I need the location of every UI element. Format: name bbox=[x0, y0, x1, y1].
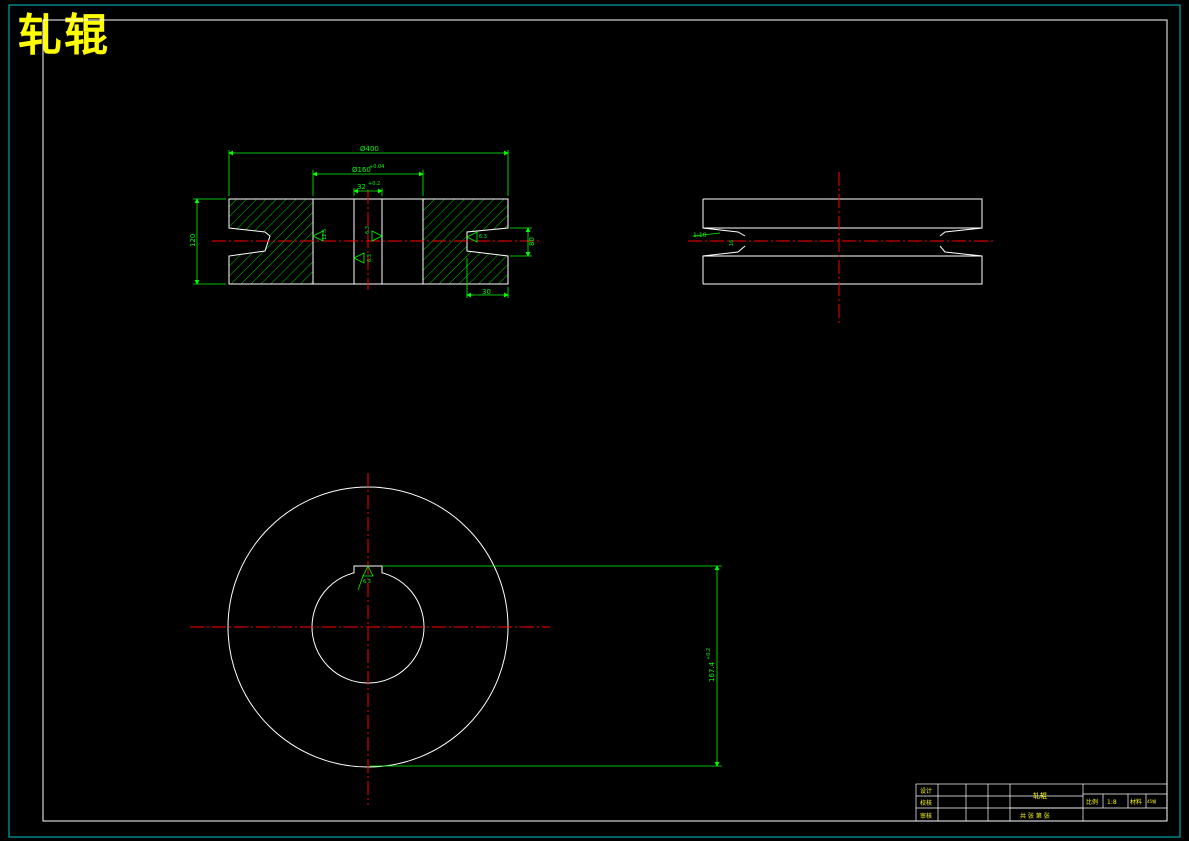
title-block bbox=[915, 783, 1168, 822]
dim-overall-dia: Ø400 bbox=[360, 145, 379, 153]
roughness-symbol: 6.3 bbox=[353, 252, 373, 264]
tb-designer-label: 设计 bbox=[920, 787, 932, 795]
front-section-view: Ø400 Ø160 +0.04 32 +0.2 120 80 30 12.5 bbox=[189, 145, 540, 298]
dim-key-tol: +0.2 bbox=[706, 648, 712, 660]
roughness-symbol: 6.3 bbox=[357, 565, 374, 591]
dim-keyway-tol: +0.2 bbox=[368, 181, 380, 187]
dim-height: 120 bbox=[189, 234, 197, 247]
dim-key-depth: 167.4 bbox=[708, 661, 716, 682]
dim-groove-depth: 30 bbox=[482, 288, 491, 296]
inner-border bbox=[42, 19, 1168, 822]
tb-scale-value: 1:8 bbox=[1107, 799, 1117, 806]
dim-groove-width: 80 bbox=[528, 237, 536, 246]
svg-text:12.5: 12.5 bbox=[322, 229, 328, 240]
outer-border bbox=[8, 4, 1181, 838]
roughness-symbol: 12.5 bbox=[312, 229, 328, 242]
dim-bore-tol: +0.04 bbox=[369, 164, 384, 170]
svg-text:6.3: 6.3 bbox=[363, 579, 371, 585]
top-view: 167.4 +0.2 6.3 bbox=[190, 473, 722, 805]
side-upper-outline bbox=[702, 198, 983, 237]
svg-text:6.3: 6.3 bbox=[365, 226, 371, 234]
tb-scale-label: 比例 bbox=[1086, 798, 1098, 806]
dim-taper: 1:10 bbox=[693, 232, 707, 239]
roughness-symbol: 6.3 bbox=[365, 226, 383, 242]
tb-part-name: 轧辊 bbox=[1033, 791, 1047, 800]
dim-keyway: 32 bbox=[357, 183, 366, 191]
tb-checker-label: 校核 bbox=[920, 799, 932, 807]
svg-text:6.3: 6.3 bbox=[479, 234, 487, 240]
dim-small: 16 bbox=[729, 240, 735, 246]
side-view: 1:10 16 bbox=[688, 172, 996, 326]
tb-material-value: 45钢 bbox=[1147, 798, 1156, 804]
tb-material-label: 材料 bbox=[1130, 798, 1142, 806]
side-lower-outline bbox=[702, 245, 983, 285]
tb-approver-label: 审核 bbox=[920, 812, 932, 820]
roughness-symbol: 6.3 bbox=[466, 231, 487, 243]
drawing-title: 轧辊 bbox=[18, 10, 110, 61]
svg-text:6.3: 6.3 bbox=[367, 254, 373, 262]
dim-bore-dia: Ø160 bbox=[352, 166, 371, 174]
tb-sheet-text: 共 张 第 张 bbox=[1020, 812, 1050, 820]
